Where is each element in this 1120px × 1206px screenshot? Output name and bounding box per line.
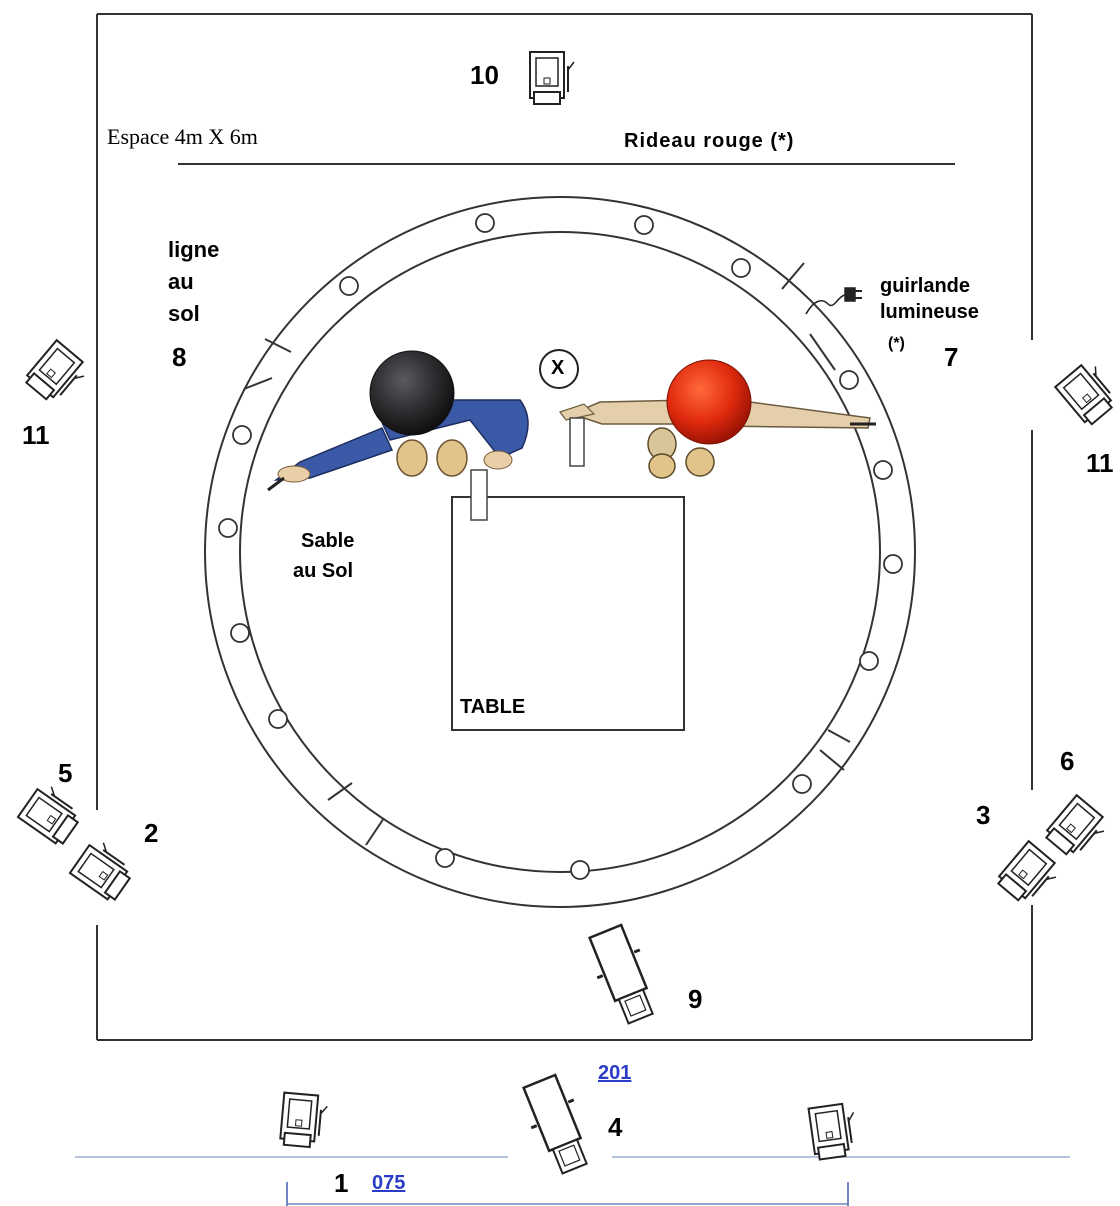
position-10: 10 xyxy=(470,60,499,90)
garland-label-3: (*) xyxy=(888,335,905,352)
sand-label-2: au Sol xyxy=(293,560,354,582)
sand-label-1: Sable xyxy=(301,530,355,552)
position-4: 4 xyxy=(608,1112,623,1142)
center-mark-label: X xyxy=(551,357,565,379)
garland-label-2: lumineuse xyxy=(880,301,979,323)
position-8: 8 xyxy=(172,342,187,372)
table-label: TABLE xyxy=(460,696,526,718)
table xyxy=(451,496,685,731)
circular-ring xyxy=(204,196,916,908)
position-2: 2 xyxy=(144,818,159,848)
floor-line-label-1: ligne xyxy=(168,237,220,262)
center-mark xyxy=(539,349,579,389)
link-201[interactable]: 201 xyxy=(598,1062,632,1084)
position-7: 7 xyxy=(944,342,959,372)
floor-line-label-2: au xyxy=(168,269,194,294)
spotlight-2-icon xyxy=(68,835,139,904)
performer-red xyxy=(559,359,876,479)
spotlight-6-icon xyxy=(1042,794,1112,865)
position-1: 1 xyxy=(334,1168,349,1198)
spotlight-3-icon xyxy=(994,840,1064,911)
fresnel-9-icon xyxy=(580,920,666,1030)
space-label: Espace 4m X 6m xyxy=(107,124,258,149)
position-11-left: 11 xyxy=(22,420,50,450)
room-outline xyxy=(96,13,1033,1041)
ring-lamps xyxy=(218,213,903,880)
audience-guide xyxy=(75,1156,1070,1206)
fresnel-4-icon xyxy=(514,1070,600,1180)
ring-segment-gaps xyxy=(243,262,851,846)
floor-line-label-3: sol xyxy=(168,301,200,326)
performer-dark xyxy=(267,350,529,521)
curtain-label: Rideau rouge (*) xyxy=(624,130,795,152)
position-11-right: 11 xyxy=(1086,448,1114,478)
plug-icon xyxy=(805,287,862,315)
garland-label-1: guirlande xyxy=(880,275,971,297)
position-6: 6 xyxy=(1060,746,1075,776)
position-9: 9 xyxy=(688,984,703,1014)
position-3: 3 xyxy=(976,800,991,830)
spotlight-right-floor-icon xyxy=(807,1101,861,1162)
spotlight-11-left-icon xyxy=(22,339,92,410)
spotlight-10-icon xyxy=(529,51,575,105)
spotlight-11-right-icon xyxy=(1054,357,1120,428)
spotlight-1-icon xyxy=(278,1091,330,1150)
link-075[interactable]: 075 xyxy=(372,1172,406,1194)
position-5: 5 xyxy=(58,758,73,788)
spotlight-5-icon xyxy=(16,779,87,848)
